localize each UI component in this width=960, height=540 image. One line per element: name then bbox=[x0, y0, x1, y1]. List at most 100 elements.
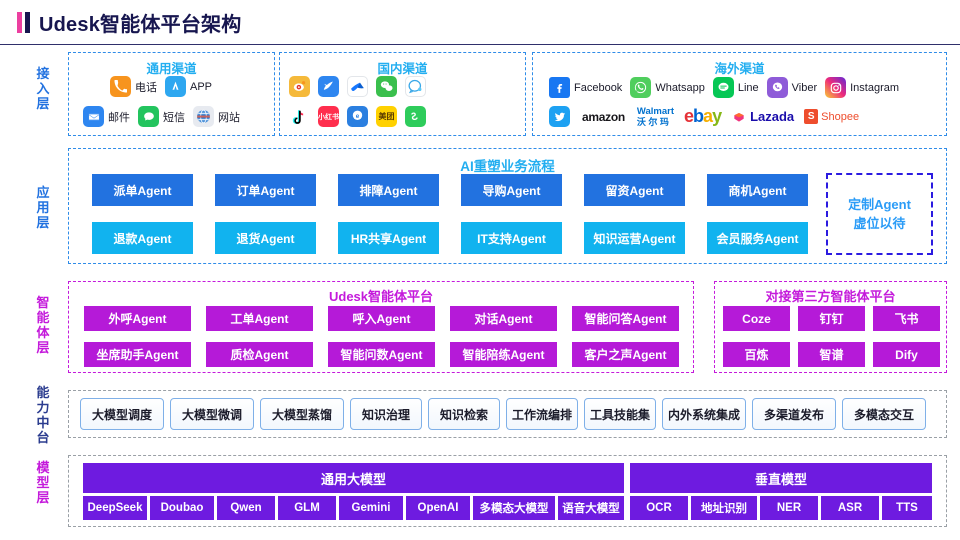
agent-chip-hr[interactable]: HR共享Agent bbox=[338, 222, 439, 254]
agent-chip-waihu[interactable]: 外呼Agent bbox=[84, 306, 191, 331]
capability-card-4[interactable]: 知识检索 bbox=[428, 398, 500, 430]
channel-whatsapp[interactable]: Whatsapp bbox=[630, 77, 705, 98]
third-party-chip-dify[interactable]: Dify bbox=[873, 342, 940, 367]
model-chip-ocr[interactable]: OCR bbox=[630, 496, 688, 520]
third-party-chip-coze[interactable]: Coze bbox=[723, 306, 790, 331]
capability-card-0[interactable]: 大模型调度 bbox=[80, 398, 164, 430]
third-party-chip-zhipu[interactable]: 智谱 bbox=[798, 342, 865, 367]
application-title: AI重塑业务流程 bbox=[460, 159, 555, 174]
channel-app-label: APP bbox=[190, 80, 213, 93]
agent-platform-title: Udesk智能体平台 bbox=[328, 289, 434, 304]
model-chip-openai[interactable]: OpenAI bbox=[406, 496, 470, 520]
channel-instagram[interactable]: Instagram bbox=[825, 77, 899, 98]
capability-card-5[interactable]: 工作流编排 bbox=[506, 398, 578, 430]
channel-xiaohongshu[interactable]: 小红书 bbox=[318, 106, 339, 127]
channel-viber[interactable]: Viber bbox=[766, 77, 817, 98]
model-chip-gemini[interactable]: Gemini bbox=[339, 496, 403, 520]
channel-lazada[interactable]: Lazada bbox=[731, 106, 794, 127]
channel-wechat[interactable] bbox=[376, 76, 397, 97]
channel-sms[interactable]: 短信 bbox=[138, 106, 185, 127]
model-chip-deepseek[interactable]: DeepSeek bbox=[83, 496, 147, 520]
channel-mail-label: 邮件 bbox=[108, 111, 130, 124]
agent-chip-duihua[interactable]: 对话Agent bbox=[450, 306, 557, 331]
accent-bar-navy bbox=[25, 11, 30, 33]
shopee-icon: S bbox=[804, 109, 819, 124]
agent-chip-zhishi[interactable]: 知识运营Agent bbox=[584, 222, 685, 254]
walmart-cn-wordmark: 沃 尔 玛 bbox=[636, 116, 669, 127]
model-chip-address[interactable]: 地址识别 bbox=[691, 496, 757, 520]
channel-mail[interactable]: 邮件 bbox=[83, 106, 130, 127]
agent-chip-wenshu[interactable]: 智能问数Agent bbox=[328, 342, 435, 367]
rail-label-access: 接入层 bbox=[36, 66, 50, 111]
channel-phone[interactable]: 电话 bbox=[110, 76, 157, 97]
agent-chip-peilian[interactable]: 智能陪练Agent bbox=[450, 342, 557, 367]
capability-card-7[interactable]: 内外系统集成 bbox=[662, 398, 746, 430]
model-chip-tts[interactable]: TTS bbox=[882, 496, 932, 520]
agent-chip-huiyuan[interactable]: 会员服务Agent bbox=[707, 222, 808, 254]
channel-facebook-label: Facebook bbox=[574, 81, 623, 94]
agent-chip-huru[interactable]: 呼入Agent bbox=[328, 306, 435, 331]
xiaohongshu-icon: 小红书 bbox=[318, 106, 339, 127]
capability-card-1[interactable]: 大模型微调 bbox=[170, 398, 254, 430]
instagram-icon bbox=[825, 77, 847, 98]
third-party-chip-dingtalk[interactable]: 钉钉 bbox=[798, 306, 865, 331]
channel-alipay[interactable] bbox=[347, 76, 368, 97]
capability-card-8[interactable]: 多渠道发布 bbox=[752, 398, 836, 430]
capability-card-9[interactable]: 多模态交互 bbox=[842, 398, 926, 430]
agent-chip-paidan[interactable]: 派单Agent bbox=[92, 174, 193, 206]
vertical-model-header: 垂直模型 bbox=[630, 463, 932, 493]
channel-douyin[interactable] bbox=[289, 106, 310, 127]
channel-facebook[interactable]: Facebook bbox=[549, 77, 622, 98]
channel-qq[interactable] bbox=[405, 76, 426, 97]
agent-chip-zuoxi[interactable]: 坐席助手Agent bbox=[84, 342, 191, 367]
model-chip-glm[interactable]: GLM bbox=[278, 496, 336, 520]
agent-chip-paizhang[interactable]: 排障Agent bbox=[338, 174, 439, 206]
model-chip-qwen[interactable]: Qwen bbox=[217, 496, 275, 520]
general-model-header: 通用大模型 bbox=[83, 463, 624, 493]
agent-chip-tuihuo[interactable]: 退货Agent bbox=[215, 222, 316, 254]
channel-walmart[interactable]: Walmart 沃 尔 玛 bbox=[636, 106, 674, 127]
model-chip-speech[interactable]: 语音大模型 bbox=[558, 496, 624, 520]
channel-qiye[interactable] bbox=[318, 76, 339, 97]
accent-bar-pink bbox=[17, 11, 22, 33]
channel-line[interactable]: Line bbox=[712, 77, 759, 98]
channel-website[interactable]: 网站 bbox=[193, 106, 240, 127]
channel-app[interactable]: APP bbox=[165, 76, 212, 97]
agent-chip-kehuzhisheng[interactable]: 客户之声Agent bbox=[572, 342, 679, 367]
capability-card-3[interactable]: 知识治理 bbox=[350, 398, 422, 430]
amazon-wordmark: amazon bbox=[582, 109, 625, 124]
agent-chip-shangji[interactable]: 商机Agent bbox=[707, 174, 808, 206]
channel-jd[interactable]: e bbox=[347, 106, 368, 127]
channel-twitter[interactable] bbox=[549, 106, 570, 127]
jd-icon: e bbox=[347, 106, 368, 127]
model-chip-doubao[interactable]: Doubao bbox=[150, 496, 214, 520]
channel-website-label: 网站 bbox=[218, 111, 240, 124]
agent-chip-zhijian[interactable]: 质检Agent bbox=[206, 342, 313, 367]
channel-kuaishou[interactable] bbox=[405, 106, 426, 127]
access-overseas-title: 海外渠道 bbox=[714, 62, 765, 76]
third-party-chip-bailian[interactable]: 百炼 bbox=[723, 342, 790, 367]
model-chip-multimodal[interactable]: 多模态大模型 bbox=[473, 496, 555, 520]
agent-chip-gongdan[interactable]: 工单Agent bbox=[206, 306, 313, 331]
meituan-icon: 美团 bbox=[376, 106, 397, 127]
channel-shopee[interactable]: S Shopee bbox=[804, 109, 859, 124]
lazada-wordmark: Lazada bbox=[750, 109, 795, 124]
agent-chip-dingdan[interactable]: 订单Agent bbox=[215, 174, 316, 206]
line-icon bbox=[712, 77, 734, 98]
agent-chip-liuzi[interactable]: 留资Agent bbox=[584, 174, 685, 206]
channel-meituan[interactable]: 美团 bbox=[376, 106, 397, 127]
kuaishou-icon bbox=[405, 106, 426, 127]
capability-card-6[interactable]: 工具技能集 bbox=[584, 398, 656, 430]
capability-card-2[interactable]: 大模型蒸馏 bbox=[260, 398, 344, 430]
agent-chip-tuikuan[interactable]: 退款Agent bbox=[92, 222, 193, 254]
channel-ebay[interactable]: ebay bbox=[684, 106, 722, 127]
custom-agent-placeholder[interactable]: 定制Agent 虚位以待 bbox=[826, 173, 933, 255]
model-chip-ner[interactable]: NER bbox=[760, 496, 818, 520]
third-party-chip-feishu[interactable]: 飞书 bbox=[873, 306, 940, 331]
agent-chip-it[interactable]: IT支持Agent bbox=[461, 222, 562, 254]
agent-chip-wenda[interactable]: 智能问答Agent bbox=[572, 306, 679, 331]
channel-amazon[interactable]: amazon bbox=[582, 110, 625, 124]
agent-chip-daogou[interactable]: 导购Agent bbox=[461, 174, 562, 206]
model-chip-asr[interactable]: ASR bbox=[821, 496, 879, 520]
channel-weibo[interactable] bbox=[289, 76, 310, 97]
